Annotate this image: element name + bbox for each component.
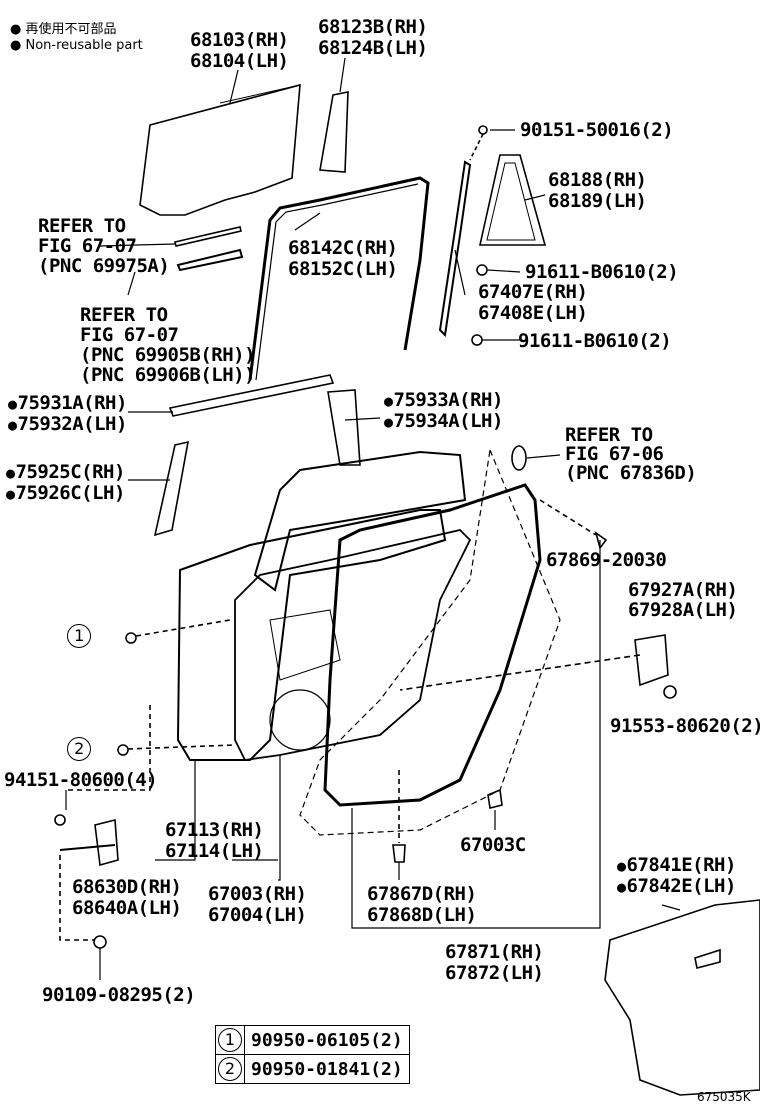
label-75933a: 75933A(RH) bbox=[384, 390, 504, 412]
label-91553: 91553-80620(2) bbox=[610, 715, 760, 737]
service-hole-cover bbox=[299, 447, 561, 836]
label-67928a: 67928A(LH) bbox=[628, 599, 738, 621]
clip-67867d bbox=[392, 844, 406, 863]
label-68123b: 68123B(RH) bbox=[318, 16, 428, 38]
label-refer3b: FIG 67-06 bbox=[565, 443, 664, 465]
label-67869: 67869-20030 bbox=[546, 549, 667, 571]
label-refer2b: FIG 67-07 bbox=[80, 324, 179, 346]
label-75925c: 75925C(RH) bbox=[6, 462, 126, 484]
label-67004: 67004(LH) bbox=[208, 904, 307, 926]
garnish-75925 bbox=[153, 440, 190, 537]
table-row: 1 90950-06105(2) bbox=[215, 1025, 410, 1055]
bolt-91611-lower bbox=[471, 334, 483, 346]
belt-strip-b bbox=[176, 248, 244, 272]
grommet bbox=[511, 445, 527, 471]
label-67003: 67003(RH) bbox=[208, 883, 307, 905]
clip-67869 bbox=[594, 531, 608, 550]
label-67842e: 67842E(LH) bbox=[617, 876, 737, 898]
label-91611-lower: 91611-B0610(2) bbox=[518, 330, 672, 352]
label-67871: 67871(RH) bbox=[445, 941, 544, 963]
garnish-75933 bbox=[327, 389, 361, 466]
label-68124b: 68124B(LH) bbox=[318, 37, 428, 59]
label-75931a: 75931A(RH) bbox=[8, 393, 128, 415]
label-68189: 68189(LH) bbox=[548, 190, 647, 212]
label-68188: 68188(RH) bbox=[548, 169, 647, 191]
door-trim-pad bbox=[604, 899, 760, 1096]
label-67868d: 67868D(LH) bbox=[367, 904, 477, 926]
label-68142c: 68142C(RH) bbox=[288, 237, 398, 259]
label-75934a: 75934A(LH) bbox=[384, 411, 504, 433]
label-67407e: 67407E(RH) bbox=[478, 281, 588, 303]
quarter-glass-frame bbox=[479, 154, 547, 246]
division-bar bbox=[438, 160, 472, 338]
label-refer3a: REFER TO bbox=[565, 424, 653, 446]
label-67841e: 67841E(RH) bbox=[617, 855, 737, 877]
label-refer2c: (PNC 69905B(RH)) bbox=[80, 344, 256, 366]
door-outer-panel bbox=[176, 509, 447, 761]
label-90151: 90151-50016(2) bbox=[520, 119, 674, 141]
door-weatherstrip bbox=[323, 483, 542, 807]
label-refer2a: REFER TO bbox=[80, 304, 168, 326]
label-90109: 90109-08295(2) bbox=[42, 984, 196, 1006]
label-refer3c: (PNC 67836D) bbox=[565, 462, 697, 484]
legend-part-1: 90950-06105(2) bbox=[244, 1025, 410, 1055]
door-glass bbox=[139, 83, 301, 216]
label-67927a: 67927A(RH) bbox=[628, 579, 738, 601]
bracket-67927 bbox=[634, 634, 669, 687]
screw-90151 bbox=[469, 125, 488, 161]
door-check bbox=[94, 818, 119, 867]
leader-lines bbox=[65, 57, 681, 980]
legend-en: ● Non-reusable part bbox=[10, 38, 143, 53]
label-67113: 67113(RH) bbox=[165, 819, 264, 841]
label-75926c: 75926C(LH) bbox=[6, 483, 126, 505]
door-inner-panel bbox=[234, 529, 472, 761]
label-67867d: 67867D(RH) bbox=[367, 883, 477, 905]
label-68103: 68103(RH) bbox=[190, 29, 289, 51]
figure-code: 675035K bbox=[697, 1090, 751, 1104]
glass-run bbox=[248, 176, 430, 381]
label-67408e: 67408E(LH) bbox=[478, 302, 588, 324]
belt-strip-a bbox=[174, 226, 242, 247]
callout-1-icon: 1 bbox=[218, 1028, 242, 1052]
label-68630d: 68630D(RH) bbox=[72, 876, 182, 898]
label-91611-upper: 91611-B0610(2) bbox=[525, 261, 679, 283]
label-68152c: 68152C(LH) bbox=[288, 258, 398, 280]
callout-2: 2 bbox=[67, 737, 91, 761]
bolt-91611-upper bbox=[476, 264, 488, 276]
label-94151: 94151-80600(4) bbox=[4, 769, 158, 791]
callout-1: 1 bbox=[67, 624, 91, 648]
belt-moulding bbox=[168, 374, 335, 417]
quarter-glass bbox=[319, 91, 349, 173]
label-67003c: 67003C bbox=[460, 834, 526, 856]
label-refer1b: FIG 67-07 bbox=[38, 235, 137, 257]
label-refer2d: (PNC 69906B(LH)) bbox=[80, 364, 256, 386]
callout-2-icon: 2 bbox=[218, 1057, 242, 1081]
table-row: 2 90950-01841(2) bbox=[215, 1054, 410, 1084]
door-frame bbox=[253, 450, 467, 592]
legend-part-2: 90950-01841(2) bbox=[244, 1054, 410, 1084]
clip-67003c bbox=[487, 788, 503, 809]
legend-jp: ● 再使用不可部品 bbox=[10, 22, 117, 37]
label-67872: 67872(LH) bbox=[445, 962, 544, 984]
plug-legend-table: 1 90950-06105(2) 2 90950-01841(2) bbox=[215, 1025, 410, 1084]
label-refer1a: REFER TO bbox=[38, 215, 126, 237]
label-67114: 67114(LH) bbox=[165, 840, 264, 862]
label-68104: 68104(LH) bbox=[190, 50, 289, 72]
label-68640a: 68640A(LH) bbox=[72, 897, 182, 919]
label-75932a: 75932A(LH) bbox=[8, 414, 128, 436]
label-refer1c: (PNC 69975A) bbox=[38, 255, 170, 277]
